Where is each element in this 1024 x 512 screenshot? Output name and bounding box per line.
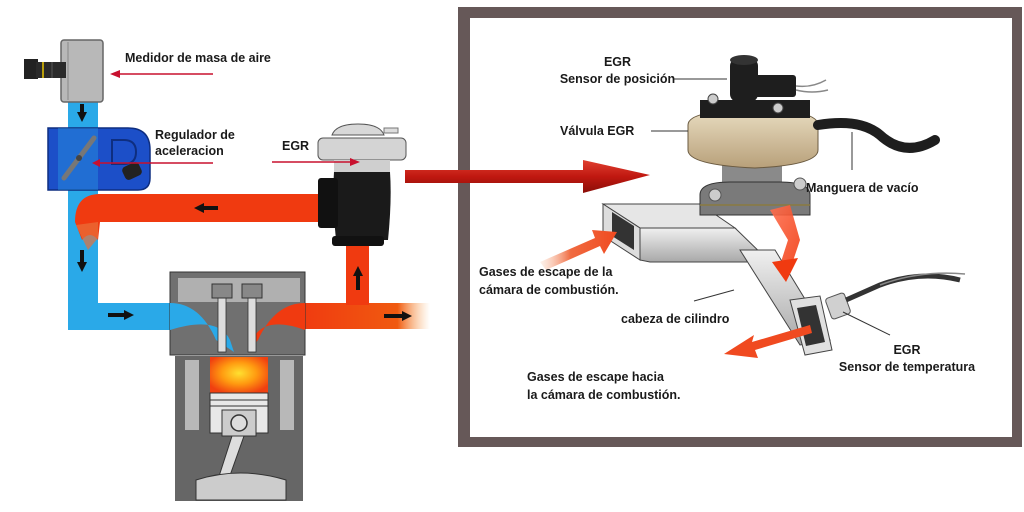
throttle-body (47, 127, 151, 191)
arrow-right-icon (108, 310, 134, 320)
arrow-right-icon (384, 311, 412, 321)
mass-air-flow-meter (24, 39, 104, 103)
label-position-sensor-line1: EGR (603, 55, 632, 69)
arrow-left-icon (194, 203, 218, 213)
flow-arrows (77, 104, 412, 321)
label-temp-sensor-line1: EGR (893, 343, 921, 357)
label-position-sensor-line2: Sensor de posición (559, 72, 676, 86)
egr-return-pipe (75, 194, 320, 250)
egr-valve-detail (687, 55, 829, 282)
label-pointers-left (92, 70, 360, 167)
arrow-down-icon (77, 104, 87, 122)
arrow-down-icon (77, 250, 87, 272)
label-vacuum-hose: Manguera de vacío (806, 181, 919, 195)
engine-cylinder (169, 271, 306, 501)
leader-lines (651, 78, 891, 336)
label-throttle-regulator-line2: aceleracion (155, 144, 224, 158)
label-cylinder-head: cabeza de cilindro (621, 312, 730, 326)
label-temp-sensor-line2: Sensor de temperatura (838, 360, 976, 374)
arrow-up-icon (353, 266, 363, 290)
label-egr-left: EGR (282, 139, 310, 153)
label-exhaust-to-line2: la cámara de combustión. (527, 388, 681, 402)
label-exhaust-from-line1: Gases de escape de la (479, 265, 613, 279)
egr-valve-left (317, 123, 407, 246)
detail-transfer-arrow (405, 160, 650, 193)
label-throttle-regulator-line1: Regulador de (155, 128, 235, 142)
temperature-sensor (825, 272, 966, 320)
exhaust-in-arrow (540, 230, 617, 270)
label-mass-air-meter: Medidor de masa de aire (125, 51, 271, 65)
label-exhaust-to-line1: Gases de escape hacia (527, 370, 664, 384)
egr-manifold (601, 203, 833, 356)
label-egr-valve: Válvula EGR (560, 124, 635, 138)
exhaust-out-arrow (724, 325, 812, 358)
label-exhaust-from-line2: cámara de combustión. (479, 283, 619, 297)
vacuum-hose (813, 118, 940, 153)
